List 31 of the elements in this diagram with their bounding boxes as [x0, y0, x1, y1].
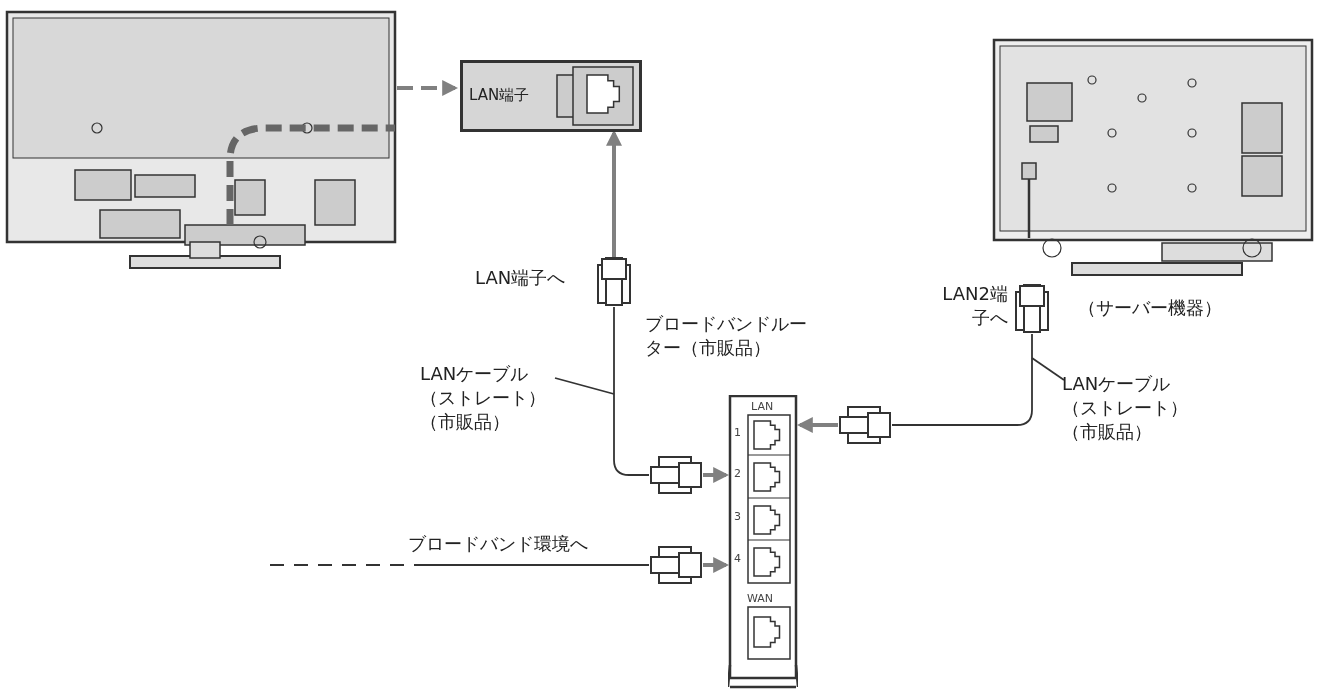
tv-back-drawing — [992, 38, 1314, 278]
port-number: 3 — [734, 510, 741, 524]
port-number: 2 — [734, 467, 741, 481]
leader-line — [554, 377, 615, 395]
plug-icon — [1014, 284, 1050, 334]
arrow — [796, 417, 838, 433]
cable-line — [891, 333, 1033, 426]
caption-text: （サーバー機器） — [1078, 296, 1222, 320]
tv-back-drawing — [5, 10, 397, 272]
leader-line — [1031, 357, 1065, 381]
port-label: WAN — [747, 592, 774, 606]
arrow — [703, 557, 730, 573]
port-label: LAN — [751, 400, 774, 414]
cable-line — [613, 306, 650, 476]
plug-icon — [596, 257, 632, 307]
port-number: 1 — [734, 426, 741, 440]
cable-line — [269, 564, 650, 566]
cable-label: LANケーブル（ストレート）（市販品） — [1062, 372, 1197, 444]
plug-icon — [649, 455, 703, 495]
arrow — [397, 80, 459, 96]
port-number: 4 — [734, 552, 741, 566]
caption-text: LAN2端子へ — [941, 282, 1008, 330]
router-label: ブロードバンドルーター（市販品） — [645, 312, 808, 360]
plug-icon — [838, 405, 892, 445]
port-label: LAN端子 — [469, 85, 530, 106]
arrow — [703, 467, 730, 483]
edge-label: ブロードバンド環境へ — [408, 532, 588, 556]
plug-icon — [649, 545, 703, 585]
inset-panel — [460, 60, 642, 132]
cable-label: LANケーブル（ストレート）（市販品） — [420, 362, 555, 434]
caption-text: LAN端子へ — [475, 266, 566, 290]
